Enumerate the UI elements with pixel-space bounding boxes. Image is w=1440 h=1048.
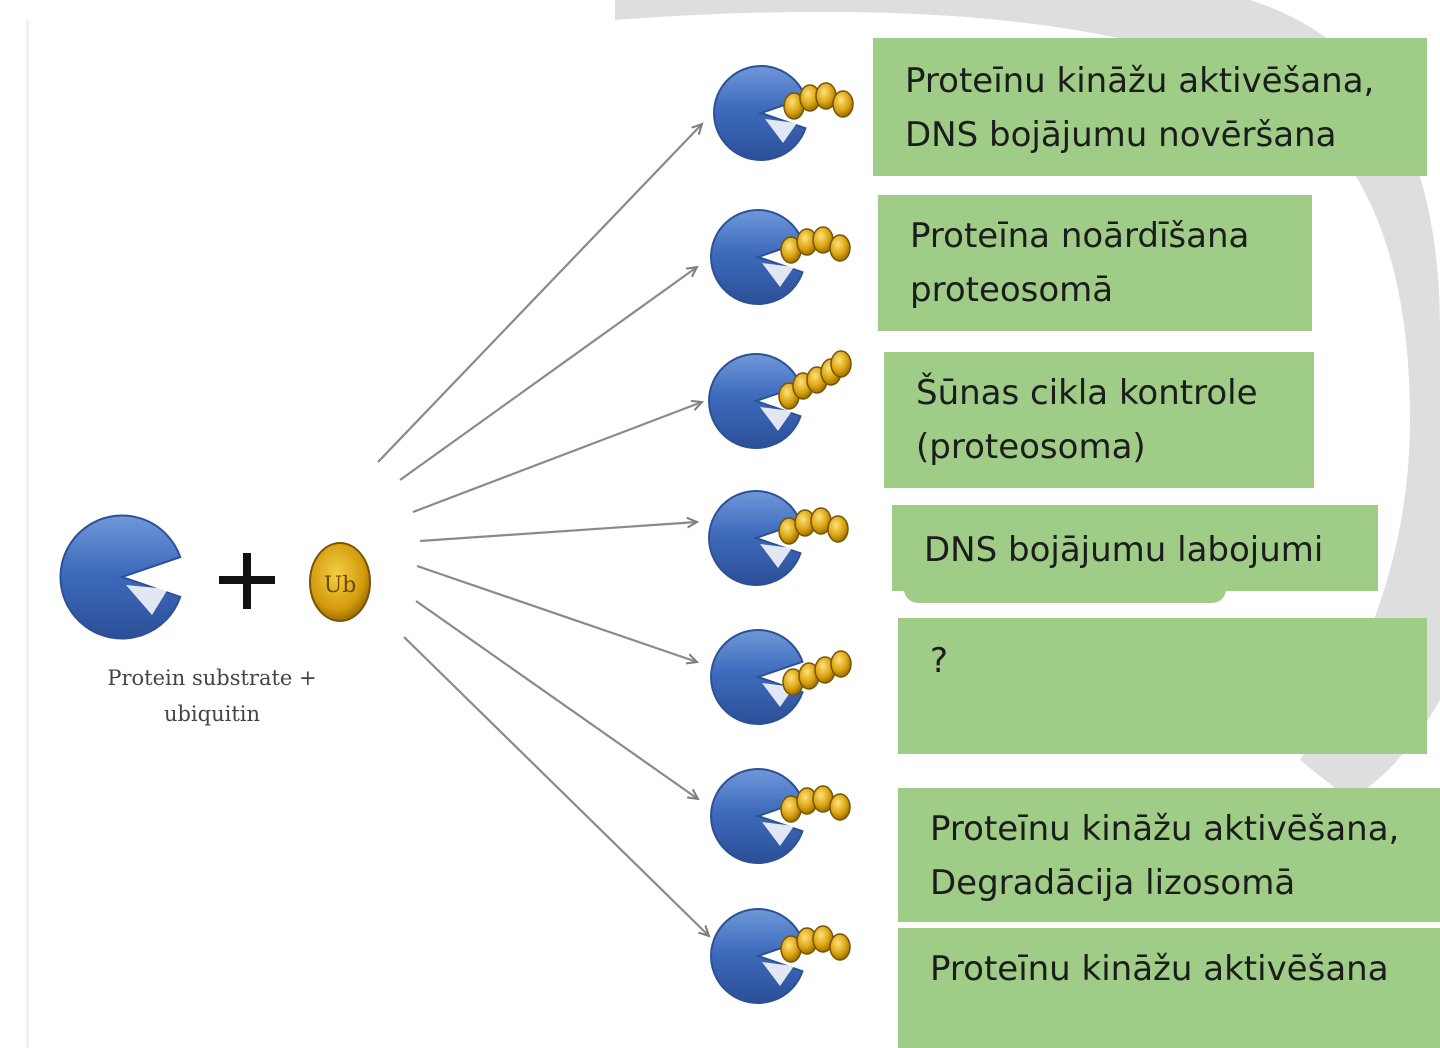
arrow-group [377,124,709,936]
ubiquitin-bead [829,793,851,821]
outcome-text: DNS bojājumu labojumi [924,530,1324,570]
target-protein-icon [713,65,807,161]
ubiquitin-bead [829,234,851,262]
ubiquitin-chain [783,82,854,120]
outcome-box-3: Šūnas cikla kontrole (proteosoma) [884,352,1314,488]
left-border-line [26,20,29,1048]
outcome-box-7: Proteīnu kināžu aktivēšana [898,928,1440,1048]
outcome-box-5: ? [898,618,1427,754]
outcome-text: Proteīnu kināžu aktivēšana, [930,809,1400,849]
source-caption-line2: ubiquitin [163,702,261,726]
outcome-box-1: Proteīnu kināžu aktivēšana, DNS bojājumu… [873,38,1427,176]
target-protein-icon [710,209,804,305]
outcome-text: ? [930,641,949,681]
outcome-text: Proteīna noārdīšana [910,216,1250,256]
source-caption-line1: Protein substrate + [107,666,317,690]
ubiquitin-bead [829,933,851,961]
outcome-text: Degradācija lizosomā [930,863,1296,903]
ubiquitin-label: Ub [324,573,357,598]
ubiquitin-bead [827,515,849,543]
ubiquitin-chain [782,650,852,696]
ubiquitin-icon: Ub [309,542,371,622]
target-protein-group [708,65,854,1004]
plus-sign-icon [219,553,275,609]
outcome-text: Šūnas cikla kontrole [916,373,1258,413]
arrow-5 [416,564,697,662]
ubiquitin-chain [780,925,851,963]
arrow-3 [412,402,702,514]
ubiquitin-bead [830,650,852,678]
ubiquitin-chain [778,350,852,410]
arrow-6 [415,600,698,799]
target-protein-icon [708,353,802,449]
outcome-box-4: DNS bojājumu labojumi [892,505,1378,591]
arrow-2 [399,267,697,481]
ubiquitin-chain [780,785,851,823]
target-protein-icon [708,490,802,586]
outcome-text: proteosomā [910,270,1114,310]
ubiquitin-bead [830,350,852,378]
outcome-box-4-tab [904,585,1226,603]
target-protein-icon [710,908,804,1004]
outcome-box-6: Proteīnu kināžu aktivēšana, Degradācija … [898,788,1440,922]
outcome-text: DNS bojājumu novēršana [905,115,1337,155]
ubiquitin-chain [778,507,849,545]
outcome-text: Proteīnu kināžu aktivēšana [930,949,1389,989]
outcome-text: (proteosoma) [916,427,1146,467]
arrow-7 [403,636,709,936]
source-caption: Protein substrate + ubiquitin [96,660,328,732]
protein-substrate-icon [59,514,182,640]
ubiquitin-bead [832,90,854,118]
outcome-text: Proteīnu kināžu aktivēšana, [905,61,1375,101]
target-protein-icon [710,768,804,864]
ubiquitin-chain [780,226,851,264]
arrow-4 [419,522,697,543]
outcome-box-2: Proteīna noārdīšana proteosomā [878,195,1312,331]
arrow-1 [377,124,702,463]
